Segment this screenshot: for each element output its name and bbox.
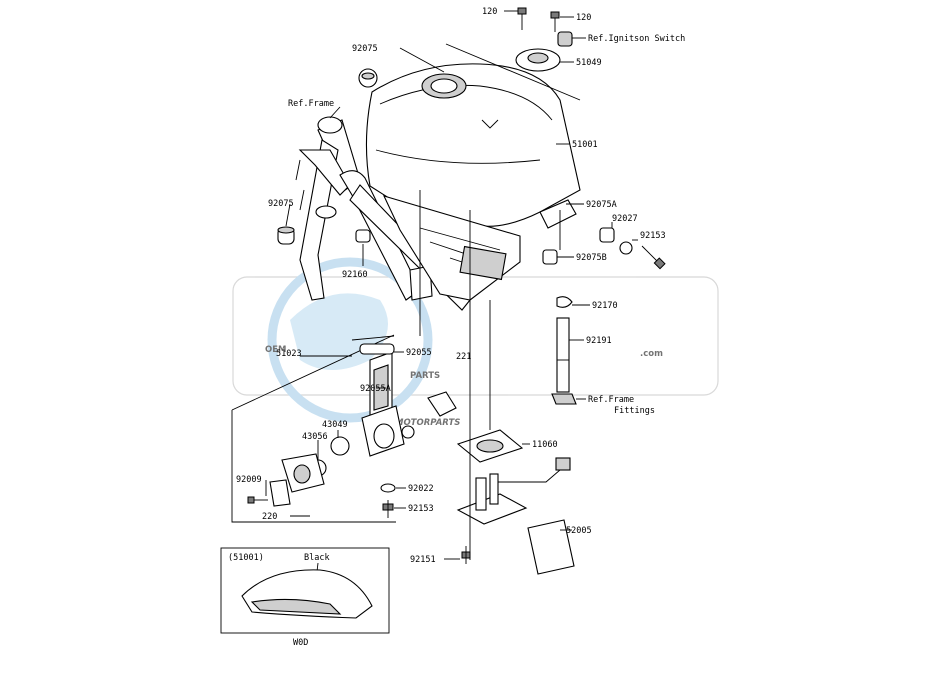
callout-51049: 51049 (576, 58, 602, 68)
knob-220 (269, 479, 310, 517)
oring-221 (401, 425, 415, 439)
gasket-92055 (359, 343, 395, 355)
callout-ignition-switch: Ref.Ignitson Switch (588, 34, 685, 44)
damper-92075B (542, 249, 558, 265)
callout-220: 220 (262, 512, 277, 522)
callout-92027: 92027 (612, 214, 638, 224)
callout-43056: 43056 (302, 432, 328, 442)
cap-ring-51049 (515, 48, 561, 72)
callout-120-right: 120 (576, 13, 591, 23)
gasket-11060 (456, 429, 524, 463)
callout-92160: 92160 (342, 270, 368, 280)
tank-bracket-51023 (361, 351, 405, 457)
watermark-brand: OEM (265, 345, 287, 355)
callout-frame-fittings-1: Ref.Frame (588, 395, 634, 405)
callout-221: 221 (456, 352, 471, 362)
inset-note: W0D (293, 638, 308, 648)
callout-92009: 92009 (236, 475, 262, 485)
callout-92075-left: 92075 (268, 199, 294, 209)
damper-92075-top (358, 68, 378, 88)
bolt-92153-bottom (382, 500, 394, 518)
callout-92055A: 92055A (360, 384, 391, 394)
damper-92160 (355, 229, 371, 243)
bolt-120-right (550, 11, 560, 32)
watermark-sub: MOTORPARTS (395, 418, 460, 428)
clip-92170 (556, 296, 573, 308)
watermark-brand2: PARTS (410, 371, 440, 381)
damper-92075A (599, 227, 615, 243)
callout-92191: 92191 (586, 336, 612, 346)
hose-92191 (556, 317, 570, 393)
fuel-tank (365, 63, 581, 301)
damper-92075-left (277, 226, 295, 245)
callout-120-left: 120 (482, 7, 497, 17)
callout-51023: 51023 (276, 349, 302, 359)
callout-92055: 92055 (406, 348, 432, 358)
washer-92022 (380, 483, 396, 493)
watermark-domain: .com (640, 349, 663, 359)
bolt-92153-right (641, 245, 666, 270)
seal-43049 (330, 436, 350, 456)
callout-92151: 92151 (410, 555, 436, 565)
callout-92153-right: 92153 (640, 231, 666, 241)
frame-fittings-ref (551, 393, 577, 405)
callout-92075-top: 92075 (352, 44, 378, 54)
ignition-switch-ref (557, 31, 573, 47)
callout-11060: 11060 (532, 440, 558, 450)
callout-92153-bottom: 92153 (408, 504, 434, 514)
callout-labels: 120 120 Ref.Ignitson Switch 51049 92075 … (236, 7, 685, 565)
leader-lines (265, 10, 638, 560)
inset-color-label: Black (304, 553, 330, 563)
collar-92027 (619, 241, 633, 255)
callout-92022: 92022 (408, 484, 434, 494)
inset-part-code: (51001) (228, 553, 264, 563)
callout-92170: 92170 (592, 301, 618, 311)
bolt-92151 (461, 546, 471, 564)
callout-92075A: 92075A (586, 200, 617, 210)
bolt-92009 (247, 496, 268, 504)
globe-icon (267, 257, 433, 423)
callout-43049: 43049 (322, 420, 348, 430)
callout-frame: Ref.Frame (288, 99, 334, 109)
bolt-120-left (517, 7, 527, 30)
callout-52005: 52005 (566, 526, 592, 536)
fuel-pump-52005 (456, 457, 575, 575)
plate-92055A (427, 391, 457, 417)
callout-frame-fittings-2: Fittings (614, 406, 655, 416)
cover-plate (281, 453, 325, 493)
callout-51001: 51001 (572, 140, 598, 150)
color-variant-inset: (51001) Black W0D (220, 547, 390, 648)
callout-92075B: 92075B (576, 253, 607, 263)
